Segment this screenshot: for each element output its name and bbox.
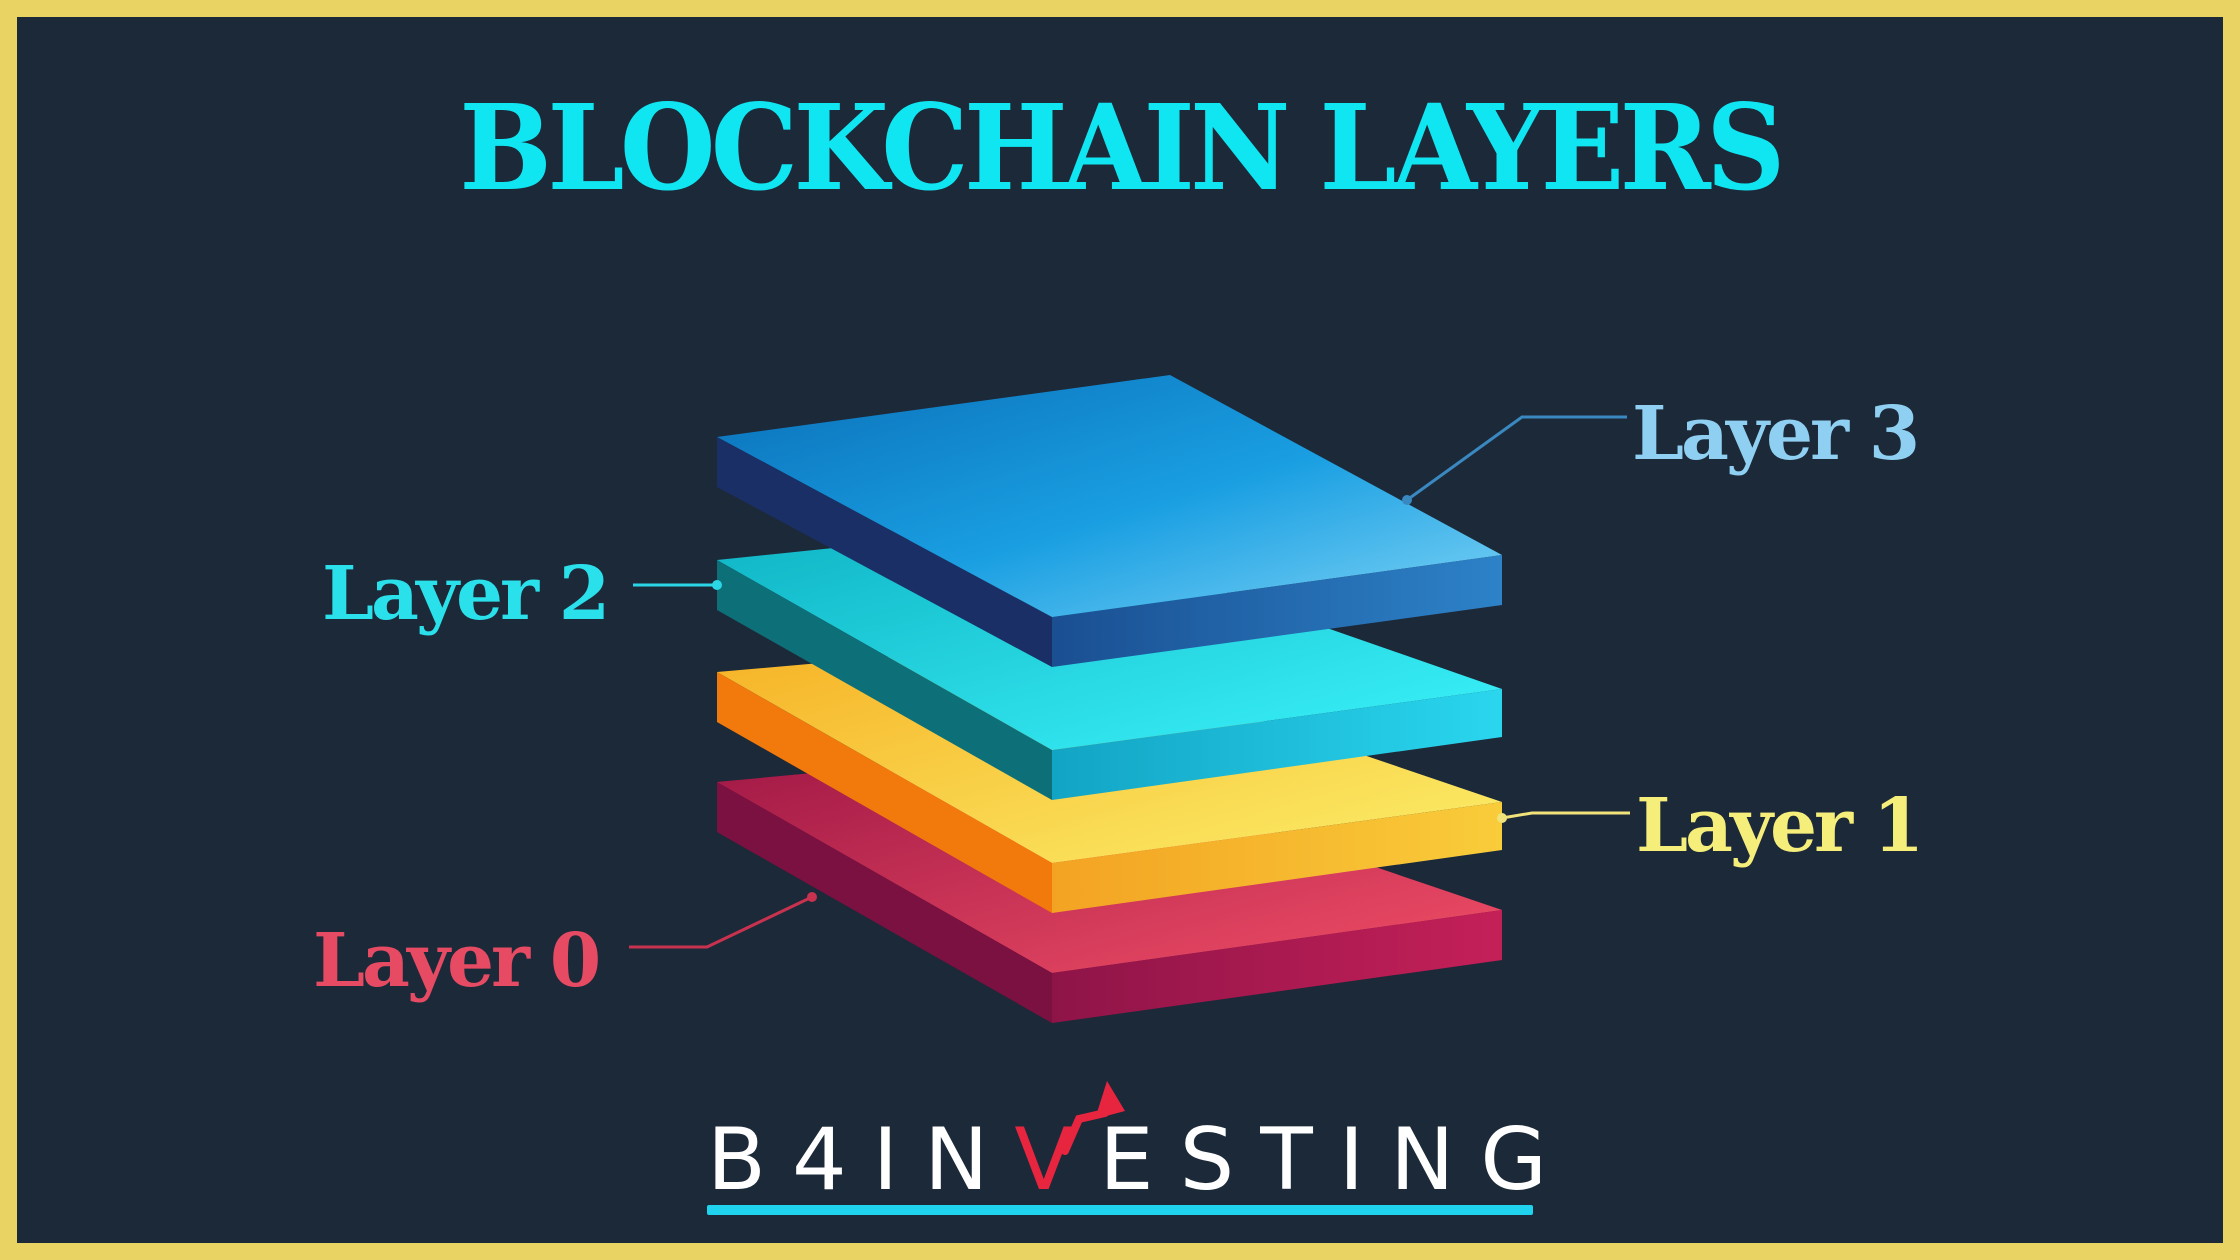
layer-0-label: Layer 0 <box>313 918 601 1004</box>
connector-layer-0 <box>629 892 817 949</box>
logo-highlight-letter: V <box>1014 1110 1100 1210</box>
diagram-title: BLOCKCHAIN LAYERS <box>459 78 1785 217</box>
logo-text-before: B4IN <box>707 1110 1015 1210</box>
trend-arrow-icon <box>1061 1081 1125 1155</box>
layer-3-label: Layer 3 <box>1632 391 1920 477</box>
layer-2-label: Layer 2 <box>322 551 610 637</box>
diagram-frame: BLOCKCHAIN LAYERS <box>17 17 2223 1243</box>
b4investing-logo: B4INVESTING <box>707 1081 1547 1207</box>
layer-1-label: Layer 1 <box>1636 783 1924 869</box>
connector-layer-1 <box>1497 811 1630 823</box>
layer-3-slab <box>717 375 1502 667</box>
layer-stack-diagram <box>629 375 1630 1023</box>
logo-text-after: ESTING <box>1099 1110 1574 1210</box>
logo-underline <box>707 1205 1533 1215</box>
connector-layer-2 <box>633 580 722 590</box>
connector-layer-3 <box>1402 415 1627 505</box>
logo-text: B4INVESTING <box>707 1117 1547 1203</box>
